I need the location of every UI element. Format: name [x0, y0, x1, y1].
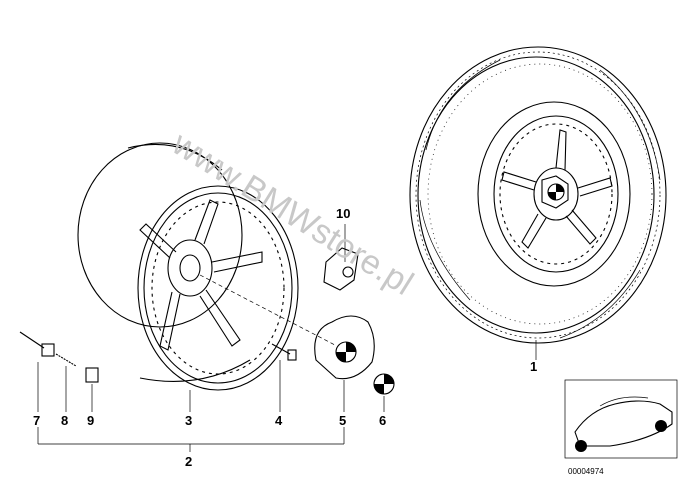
part-10-nut — [323, 224, 359, 291]
callout-8: 8 — [61, 413, 68, 428]
reference-number: 00004974 — [568, 467, 604, 476]
part-8-valve-core — [55, 353, 77, 367]
part-9-valve-cap — [85, 367, 99, 383]
callout-4: 4 — [275, 413, 283, 428]
rear-wheel-marker — [655, 420, 667, 432]
watermark: www.BMWstore.pl — [165, 124, 420, 303]
complete-wheel-with-tire — [409, 46, 667, 344]
front-wheel-marker — [575, 440, 587, 452]
callout-10: 10 — [336, 206, 350, 221]
car-location-thumbnail — [564, 379, 678, 459]
rim-exploded — [77, 142, 336, 391]
callout-3: 3 — [185, 413, 192, 428]
part-6-emblem — [373, 373, 395, 395]
callout-1: 1 — [530, 359, 537, 374]
callout-2: 2 — [185, 454, 192, 469]
callout-7: 7 — [33, 413, 40, 428]
part-4-bolt — [271, 343, 297, 361]
leader-lines — [37, 340, 537, 452]
part-7-valve — [19, 331, 55, 357]
callout-5: 5 — [339, 413, 346, 428]
callout-6: 6 — [379, 413, 386, 428]
part-5-center-cap — [314, 315, 375, 380]
callout-9: 9 — [87, 413, 94, 428]
